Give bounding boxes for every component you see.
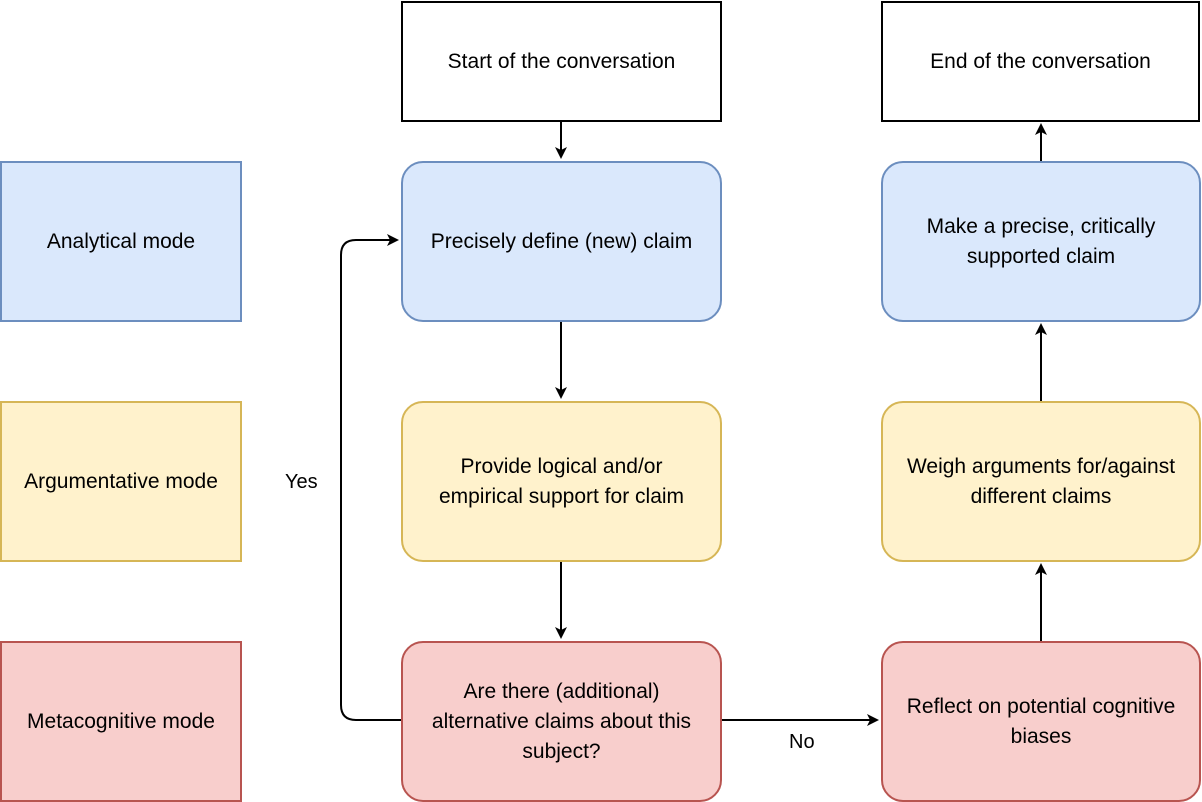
define-claim-node: Precisely define (new) claim: [401, 161, 722, 322]
weigh-arguments-label: Weigh arguments for/against different cl…: [906, 454, 1176, 508]
alternatives-question-node: Are there (additional) alternative claim…: [401, 641, 722, 802]
start-node: Start of the conversation: [401, 1, 722, 122]
weigh-arguments-node: Weigh arguments for/against different cl…: [881, 401, 1201, 562]
define-claim-label: Precisely define (new) claim: [430, 229, 693, 253]
reflect-biases-node: Reflect on potential cognitive biases: [881, 641, 1201, 802]
legend-analytical-label: Analytical mode: [46, 229, 196, 253]
precise-claim-label: Make a precise, critically supported cla…: [926, 214, 1156, 268]
edge-label-no: No: [789, 731, 815, 753]
provide-support-label: Provide logical and/or empirical support…: [438, 454, 685, 508]
provide-support-node: Provide logical and/or empirical support…: [401, 401, 722, 562]
alternatives-question-label: Are there (additional) alternative claim…: [431, 679, 692, 763]
legend-argumentative-mode: Argumentative mode: [0, 401, 242, 562]
legend-argumentative-label: Argumentative mode: [24, 469, 218, 493]
end-node-label: End of the conversation: [930, 49, 1151, 73]
reflect-biases-label: Reflect on potential cognitive biases: [906, 694, 1176, 748]
legend-metacognitive-label: Metacognitive mode: [27, 709, 215, 733]
legend-analytical-mode: Analytical mode: [0, 161, 242, 322]
end-node: End of the conversation: [881, 1, 1200, 122]
edge-question-yes-to-define: [340, 234, 401, 721]
edge-label-yes: Yes: [285, 471, 318, 493]
precise-claim-node: Make a precise, critically supported cla…: [881, 161, 1201, 322]
start-node-label: Start of the conversation: [447, 49, 676, 73]
legend-metacognitive-mode: Metacognitive mode: [0, 641, 242, 802]
